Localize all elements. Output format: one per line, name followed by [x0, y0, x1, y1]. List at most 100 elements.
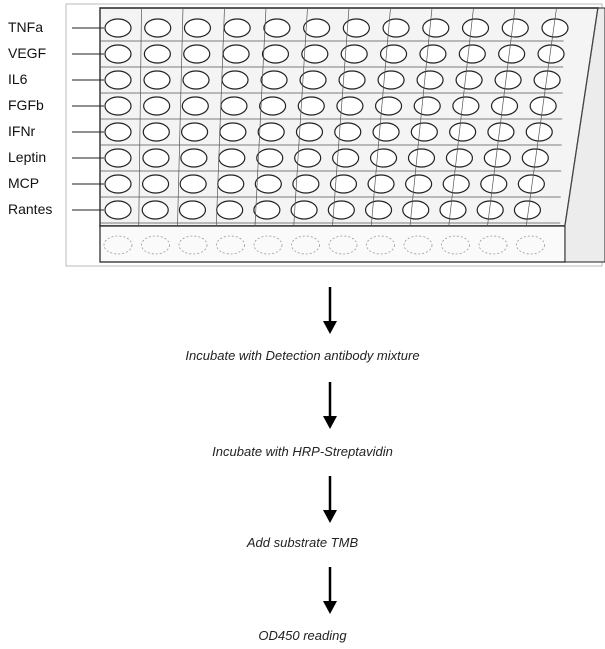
- front-well-outline: [328, 235, 358, 255]
- front-well-outline: [141, 235, 170, 255]
- plate-well: [104, 148, 132, 168]
- plate-well: [143, 70, 171, 90]
- front-well-outline: [253, 235, 283, 255]
- column-divider: [332, 7, 350, 227]
- row-label: Leptin: [8, 149, 47, 165]
- plate-well: [294, 148, 322, 168]
- plate-well: [141, 200, 169, 220]
- down-arrow-icon: [318, 476, 342, 529]
- column-divider: [254, 7, 267, 227]
- plate-well: [299, 70, 327, 90]
- plate-well: [141, 174, 170, 194]
- plate-well: [455, 70, 483, 90]
- plate-well: [416, 70, 444, 90]
- plate-well: [487, 122, 515, 142]
- column-divider: [370, 7, 391, 227]
- plate-well: [336, 96, 364, 116]
- plate-well: [253, 200, 281, 220]
- plate-well: [104, 122, 132, 142]
- plate-well: [501, 18, 529, 38]
- plate-well: [256, 148, 284, 168]
- plate-well: [439, 200, 467, 220]
- row-label: Rantes: [8, 201, 53, 217]
- front-well-outline: [366, 235, 395, 255]
- plate-well: [183, 18, 212, 38]
- plate-well: [483, 148, 511, 168]
- down-arrow-icon: [318, 287, 342, 340]
- plate-well: [382, 18, 410, 38]
- plate-well: [301, 44, 329, 64]
- plate-well: [104, 96, 132, 116]
- plate-well: [216, 200, 244, 220]
- front-well-outline: [516, 235, 545, 255]
- plate-well: [419, 44, 447, 64]
- plate-well: [181, 96, 209, 116]
- plate-well: [142, 148, 170, 168]
- plate-well: [221, 70, 249, 90]
- front-well-outline: [441, 235, 470, 255]
- plate-well: [143, 96, 171, 116]
- row-label: MCP: [8, 175, 40, 191]
- plate-well: [179, 174, 207, 194]
- plate-well: [142, 122, 170, 142]
- plate-well: [219, 122, 247, 142]
- plate-well: [379, 44, 408, 64]
- plate-well: [259, 96, 287, 116]
- plate-well: [260, 70, 288, 90]
- workflow-step-text: OD450 reading: [258, 628, 347, 643]
- plate-well: [367, 174, 395, 194]
- plate-well: [218, 148, 246, 168]
- plate-well: [458, 44, 486, 64]
- plate-well: [402, 200, 430, 220]
- front-well-outline: [478, 235, 508, 255]
- plate-well: [180, 148, 208, 168]
- front-well-outline: [103, 235, 133, 255]
- plate-well: [143, 44, 171, 64]
- plate-well: [338, 70, 366, 90]
- plate-well: [442, 174, 470, 194]
- front-well-outline: [291, 235, 320, 255]
- plate-well: [263, 18, 291, 38]
- plate-well: [374, 96, 403, 116]
- plate-well: [295, 122, 324, 142]
- plate-well: [104, 44, 132, 64]
- plate-well: [303, 18, 331, 38]
- plate-well: [413, 96, 441, 116]
- plate-well: [541, 18, 569, 38]
- column-divider: [448, 7, 474, 227]
- column-divider: [293, 7, 308, 227]
- plate-well: [452, 96, 480, 116]
- column-divider: [564, 7, 599, 227]
- column-divider: [487, 7, 516, 227]
- plate-well: [144, 18, 172, 38]
- front-well-outline: [216, 235, 245, 255]
- plate-well: [217, 174, 245, 194]
- plate-well: [223, 18, 251, 38]
- down-arrow-icon: [318, 567, 342, 620]
- plate-well: [178, 200, 207, 220]
- plate-well: [369, 148, 398, 168]
- plate-well: [332, 148, 360, 168]
- plate-well: [405, 174, 433, 194]
- plate-well: [494, 70, 522, 90]
- column-divider: [177, 7, 184, 227]
- row-label: IFNr: [8, 123, 36, 139]
- plate-well: [410, 122, 438, 142]
- workflow-step-text: Incubate with HRP-Streptavidin: [212, 444, 393, 459]
- plate-well: [183, 44, 211, 64]
- plate-well: [327, 200, 355, 220]
- column-divider: [138, 7, 142, 227]
- plate-well: [377, 70, 405, 90]
- plate-well: [372, 122, 400, 142]
- microplate-diagram: [65, 3, 605, 267]
- plate-well: [104, 200, 132, 220]
- plate-well: [290, 200, 318, 220]
- plate-well: [220, 96, 248, 116]
- plate-well: [180, 122, 209, 142]
- plate-well: [407, 148, 436, 168]
- plate-front-face: [99, 225, 566, 263]
- plate-well: [521, 148, 549, 168]
- row-label: VEGF: [8, 45, 47, 61]
- row-label: TNFa: [8, 19, 43, 35]
- workflow-step-text: Incubate with Detection antibody mixture: [185, 348, 420, 363]
